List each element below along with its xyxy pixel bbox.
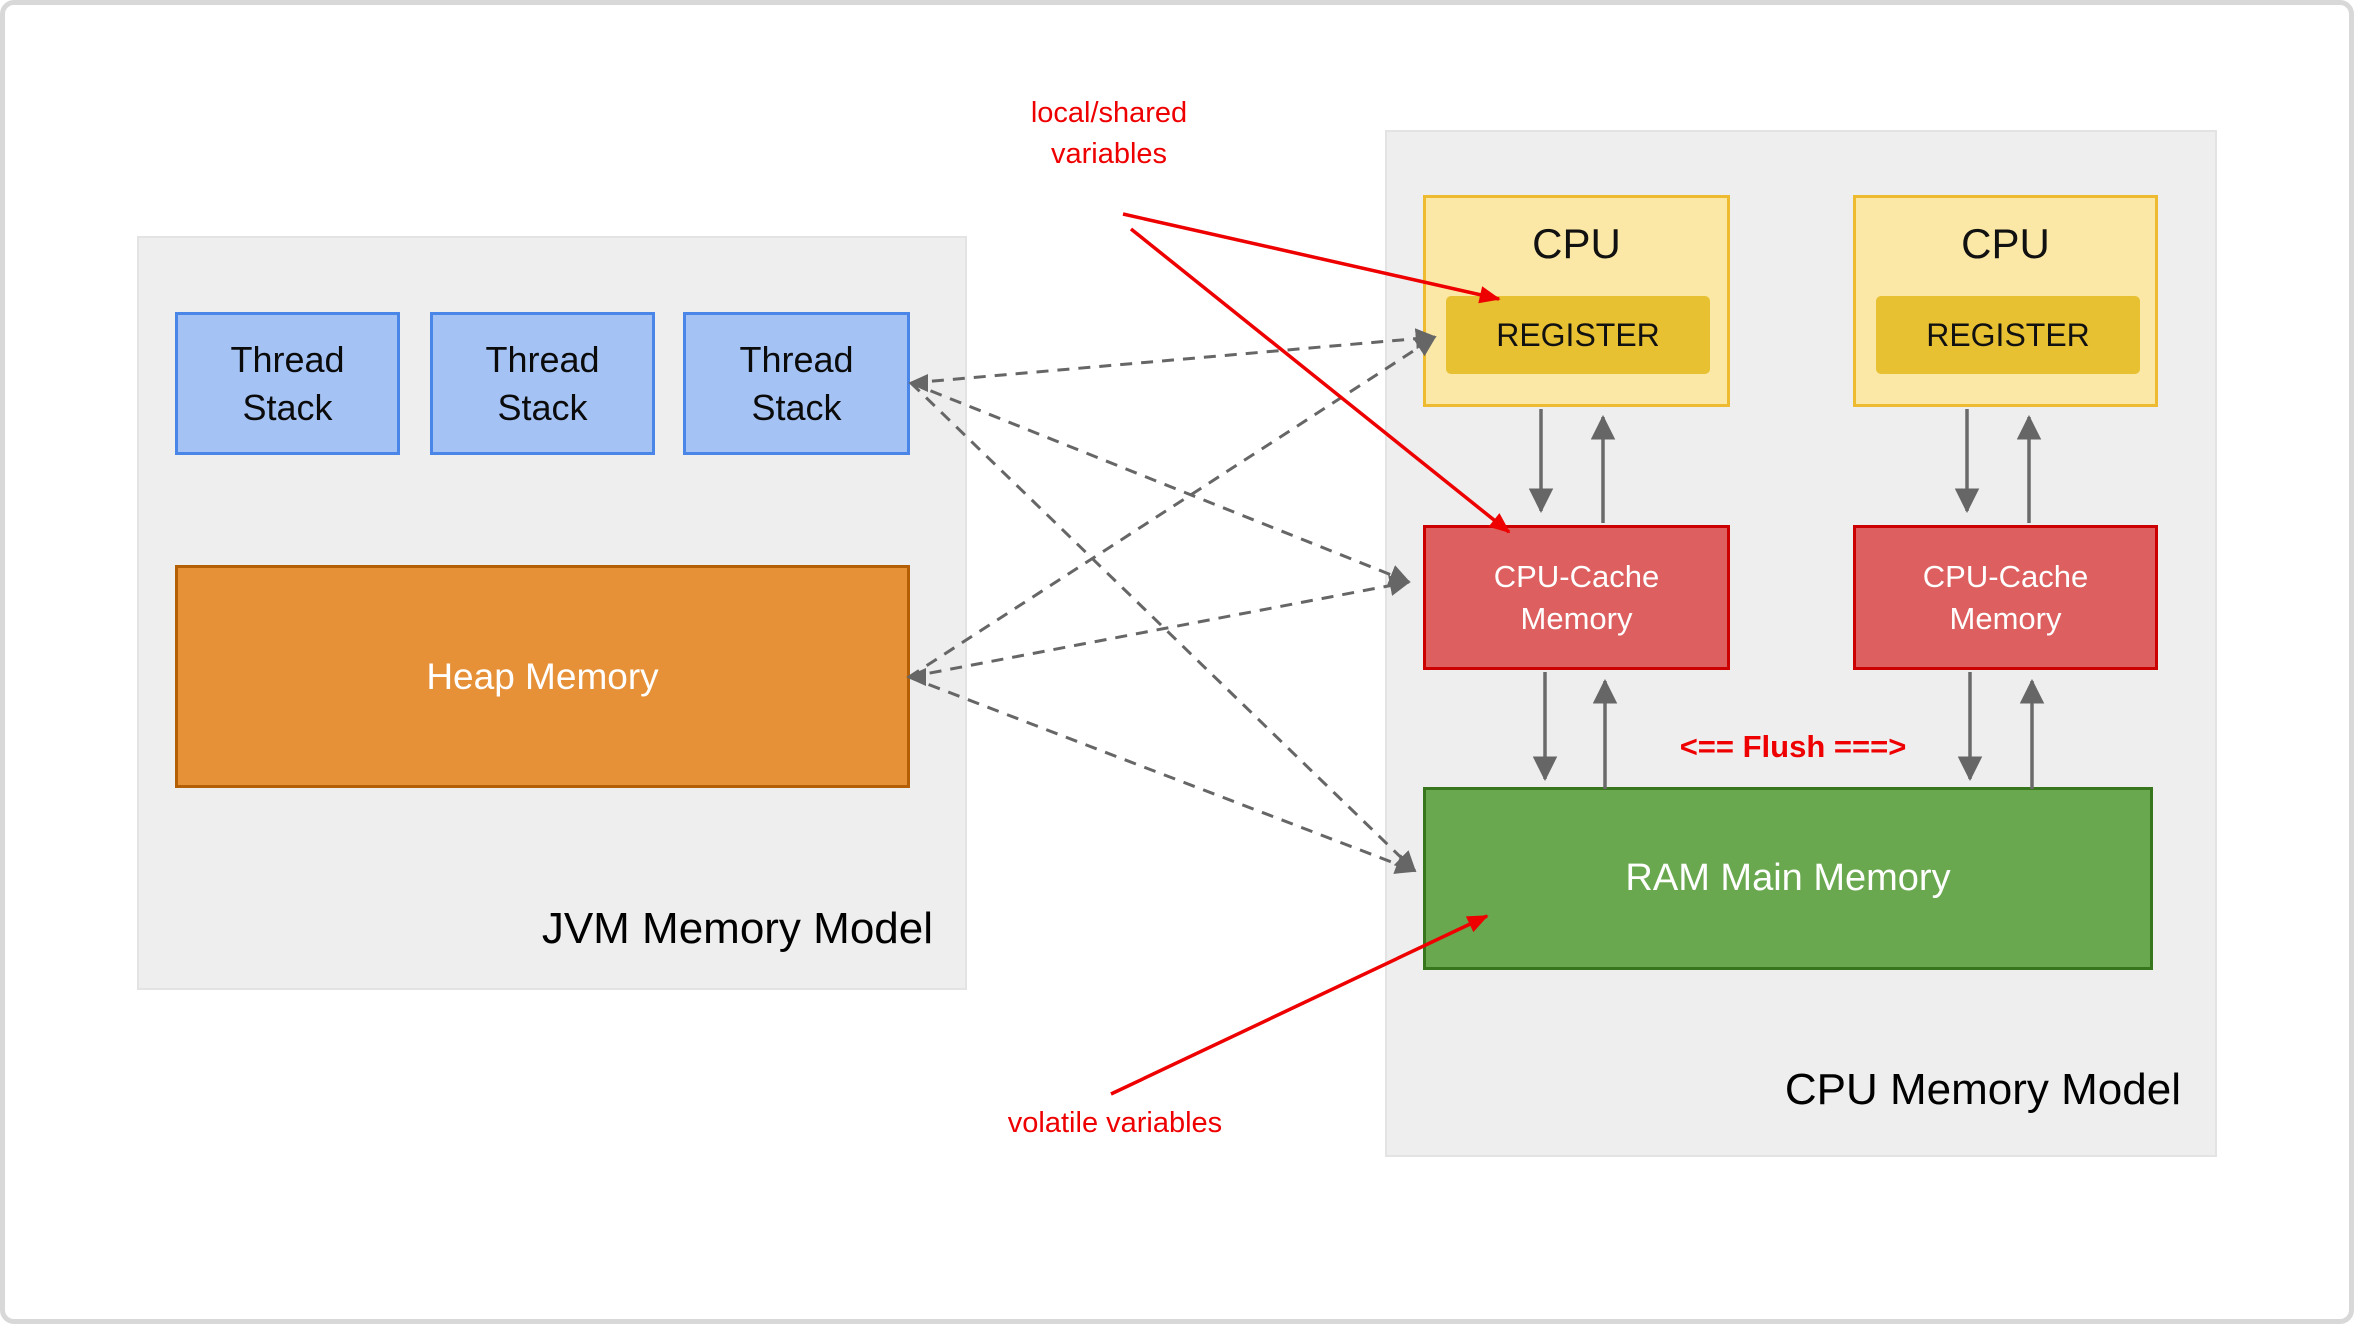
cpu-1-label: CPU bbox=[1532, 220, 1621, 267]
cpu-2-label: CPU bbox=[1961, 220, 2050, 267]
cpu-cache-box-1: CPU-Cache Memory bbox=[1423, 525, 1730, 670]
local-shared-variables-label: local/shared variables bbox=[1030, 97, 1188, 170]
ram-main-memory-box: RAM Main Memory bbox=[1423, 787, 2153, 970]
dashed-link-arrows bbox=[908, 328, 1437, 874]
cpu-panel-title: CPU Memory Model bbox=[1784, 1065, 2181, 1114]
flush-label: <== Flush ===> bbox=[1679, 729, 1907, 764]
dashed-arrow-heap-to-register bbox=[908, 335, 1437, 679]
dashed-arrow-heap-to-ram bbox=[908, 675, 1417, 874]
volatile-variables-label: volatile variables bbox=[1007, 1107, 1223, 1139]
thread-stack-box-1: Thread Stack bbox=[175, 312, 400, 455]
register-box-2: REGISTER bbox=[1876, 296, 2140, 374]
cpu-box-2: CPU REGISTER bbox=[1853, 195, 2158, 407]
cpu-cache-box-2: CPU-Cache Memory bbox=[1853, 525, 2158, 670]
dashed-arrow-thread-to-ram bbox=[909, 381, 1417, 873]
heap-memory-box: Heap Memory bbox=[175, 565, 910, 788]
dashed-arrow-thread-to-register bbox=[910, 328, 1437, 385]
thread-stack-box-2: Thread Stack bbox=[430, 312, 655, 455]
cpu-box-1: CPU REGISTER bbox=[1423, 195, 1730, 407]
thread-stack-box-3: Thread Stack bbox=[683, 312, 910, 455]
dashed-arrow-thread-to-cache bbox=[910, 381, 1411, 585]
register-box-1: REGISTER bbox=[1446, 296, 1710, 374]
jvm-panel-title: JVM Memory Model bbox=[541, 904, 933, 953]
dashed-arrow-heap-to-cache bbox=[908, 575, 1411, 679]
